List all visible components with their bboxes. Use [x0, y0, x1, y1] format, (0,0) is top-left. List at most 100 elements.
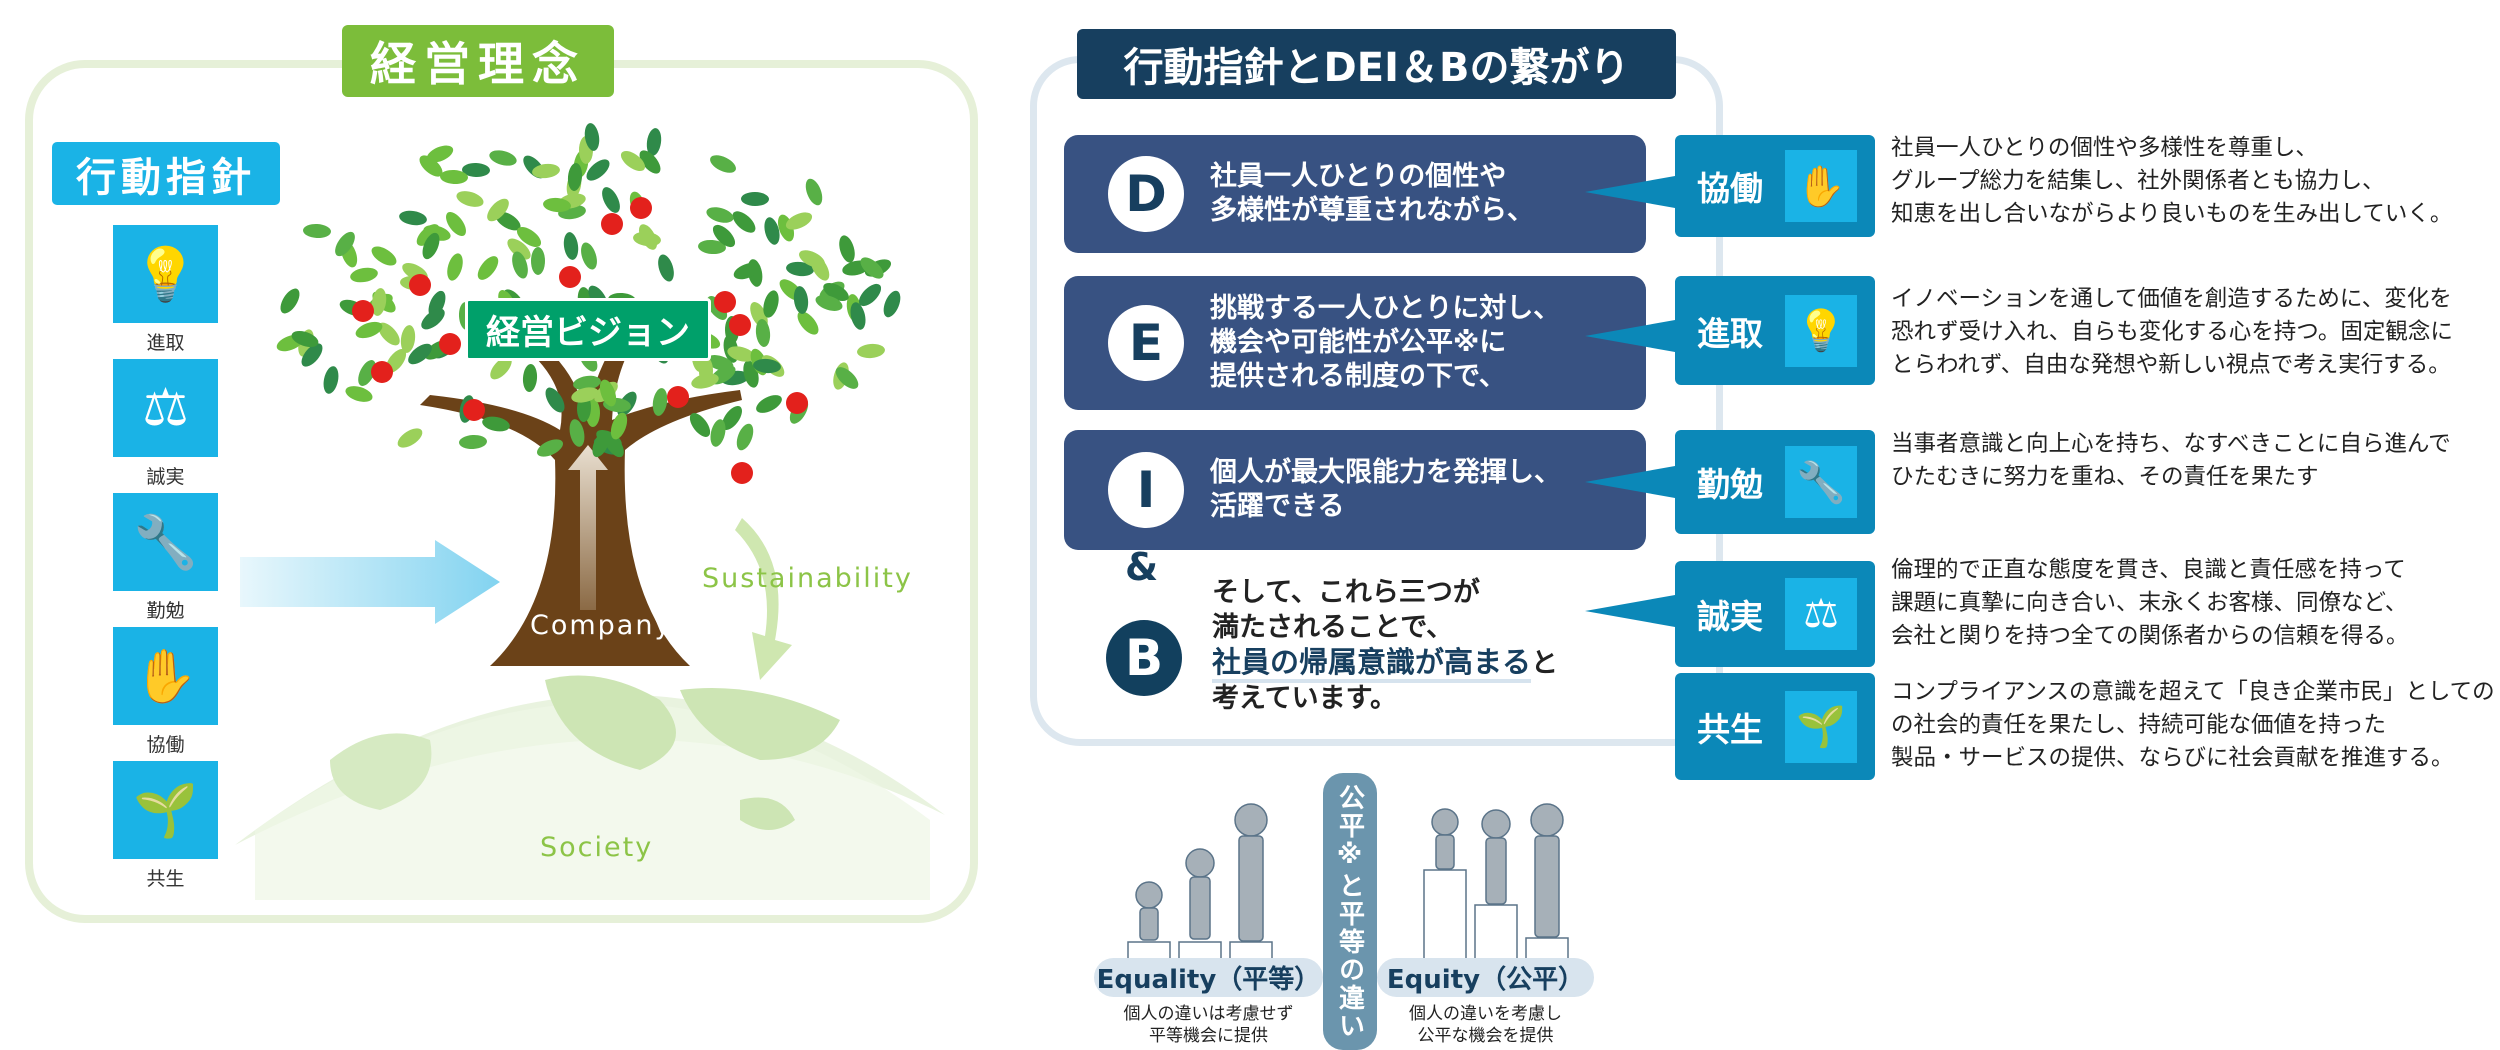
leaf: [421, 308, 445, 330]
dei-text-line: 機会や可能性が公平※に: [1210, 327, 1507, 358]
leaf: [698, 239, 726, 255]
leaf: [706, 207, 734, 223]
equality-label: Equality（平等）: [1094, 958, 1323, 997]
value-desc-line: 知恵を出し合いながらより良いものを生み出していく。: [1891, 201, 2453, 227]
leaf: [280, 288, 300, 314]
value-desc-line: 恐れず受け入れ、自らも変化する心を持つ。固定観念に: [1891, 319, 2453, 345]
value-name: 協働: [1697, 169, 1763, 208]
leaf: [291, 330, 319, 348]
leaf: [689, 413, 711, 437]
leaf: [495, 211, 521, 231]
value-desc-line: 倫理的で正直な態度を貫き、良識と責任感を持って: [1891, 557, 2406, 583]
guideline-label: 共生: [146, 868, 185, 890]
cycle-arrow-icon: [735, 518, 792, 680]
caption-line: 平等機会に提供: [1149, 1026, 1268, 1046]
wrench-hand-icon: 🔧: [1785, 446, 1857, 518]
equity-label: Equity（公平）: [1377, 958, 1594, 997]
value-description: 当事者意識と向上心を持ち、なすべきことに自ら進んでひたむきに努力を重ね、その責任…: [1891, 428, 2451, 494]
value-name: 進取: [1697, 313, 1763, 353]
value-description: 倫理的で正直な態度を貫き、良識と責任感を持って課題に真摯に向き合い、末永くお客様…: [1891, 554, 2409, 653]
leaf: [727, 346, 755, 362]
pointer: [1585, 176, 1675, 208]
leaf: [400, 325, 416, 353]
leaf: [755, 319, 771, 347]
leaf: [753, 358, 781, 374]
company-label: Company: [530, 610, 673, 641]
letter-b: B: [1106, 620, 1182, 696]
guideline-label: 協働: [146, 734, 185, 756]
leaf: [823, 282, 849, 302]
value-box: 協働 ✋: [1675, 135, 1875, 237]
dei-text-line: 提供される制度の下で、: [1210, 361, 1506, 392]
philosophy-title: 経営理念: [342, 25, 614, 97]
pointer: [1585, 320, 1675, 352]
value-name: 誠実: [1697, 597, 1763, 636]
leaf: [446, 211, 466, 237]
dei-text-line: 挑戦する一人ひとりに対し、: [1210, 293, 1561, 324]
wrench-hand-icon: 🔧: [113, 493, 218, 591]
value-box: 進取 💡: [1675, 276, 1875, 385]
leaf: [522, 364, 538, 392]
leaf: [712, 224, 736, 248]
leaf: [426, 145, 454, 163]
apple: [559, 266, 581, 288]
leaf: [581, 242, 597, 270]
leaf: [573, 375, 601, 391]
leaf: [786, 261, 814, 277]
leaf: [563, 232, 579, 260]
caption-line: 個人の違いを考慮し: [1409, 1004, 1562, 1024]
leaf: [732, 211, 756, 233]
leaf: [722, 405, 742, 431]
scales-hand-icon: ⚖: [113, 359, 218, 457]
lightbulb-hand-icon: 💡: [113, 225, 218, 323]
leaf: [489, 150, 517, 166]
leaf: [355, 321, 383, 339]
leaf: [545, 387, 565, 413]
value-desc-line: 社員一人ひとりの個性や多様性を尊重し、: [1891, 135, 2318, 161]
difference-label: 公平※と平等の違い: [1323, 773, 1377, 1050]
globe-icon: [235, 675, 945, 900]
joined-hands-icon: ✋: [1785, 150, 1857, 222]
leaf: [839, 235, 855, 263]
dei-text-line: 社員一人ひとりの個性や: [1210, 161, 1507, 192]
value-description: 社員一人ひとりの個性や多様性を尊重し、グループ総力を結集し、社外関係者とも協力し…: [1891, 132, 2452, 231]
value-description: コンプライアンスの意識を超えて「良き企業市民」としてのの社会的責任を果たし、持続…: [1891, 676, 2495, 775]
apple: [409, 274, 431, 296]
leaf: [584, 123, 600, 151]
dei-box-d: D 社員一人ひとりの個性や多様性が尊重されながら、: [1064, 135, 1646, 253]
leaf: [710, 419, 726, 447]
apple: [371, 361, 393, 383]
leaf: [756, 395, 782, 413]
pointer: [1585, 466, 1675, 498]
leaf: [569, 419, 585, 447]
pointer: [1585, 595, 1675, 627]
leaf: [371, 288, 387, 316]
leaf: [399, 210, 427, 226]
leaf: [763, 290, 779, 318]
leaf: [487, 198, 509, 222]
leaf: [532, 163, 560, 179]
arrow-right-icon: [240, 540, 500, 624]
apple: [463, 399, 485, 421]
leaf: [536, 439, 564, 457]
leaf: [883, 290, 901, 318]
value-desc-line: 会社と関りを持つ全ての関係者からの信頼を得る。: [1891, 623, 2409, 649]
leaf: [646, 128, 662, 156]
leaf: [652, 388, 668, 416]
leaf: [482, 416, 510, 432]
scales-hand-icon: ⚖: [1785, 578, 1857, 650]
value-description: イノベーションを通して価値を創造するために、変化を恐れず受け入れ、自らも変化する…: [1891, 283, 2453, 382]
dei-text-line: 活躍できる: [1210, 491, 1345, 522]
leaf: [462, 162, 490, 178]
leaf: [516, 227, 542, 247]
dei-text-line: 個人が最大限能力を発揮し、: [1210, 457, 1561, 488]
leaf: [543, 197, 571, 213]
tree-illustration: [235, 123, 945, 900]
leaf: [459, 434, 487, 450]
dei-box-e: E 挑戦する一人ひとりに対し、機会や可能性が公平※に提供される制度の下で、: [1064, 276, 1646, 410]
leaf: [422, 232, 440, 260]
leaf: [793, 286, 809, 314]
value-box: 誠実 ⚖: [1675, 561, 1875, 667]
leaf: [408, 343, 432, 365]
dei-text-line: 多様性が尊重されながら、: [1210, 195, 1534, 226]
